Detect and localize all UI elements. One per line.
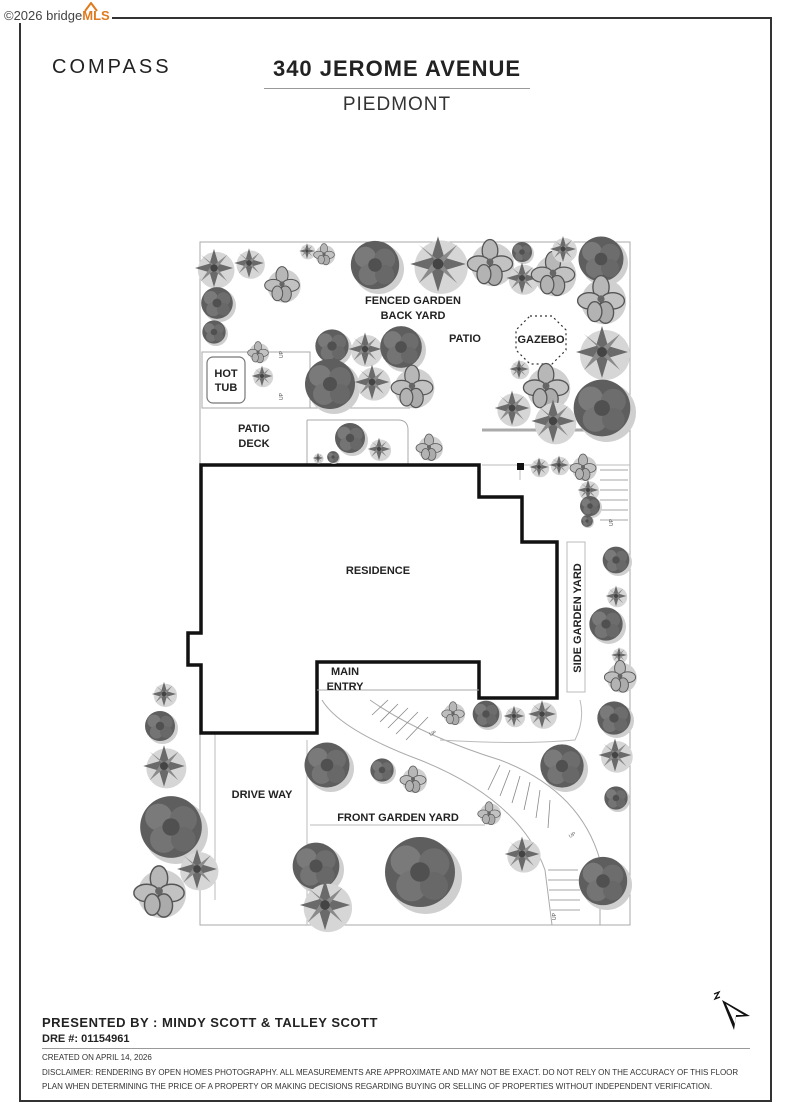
footer-divider	[42, 1048, 750, 1049]
residence-footprint	[186, 463, 559, 735]
label-main: MAIN	[331, 666, 359, 678]
site-plan: FENCED GARDEN BACK YARD PATIO GAZEBO HOT…	[133, 236, 638, 933]
watermark: ©2026 bridgeMLS	[4, 8, 112, 23]
title-divider	[264, 88, 530, 89]
up-marker: UP	[609, 518, 615, 526]
page-subtitle: PIEDMONT	[342, 94, 452, 115]
label-drive-way: DRIVE WAY	[232, 789, 293, 801]
presented-by: PRESENTED BY : MINDY SCOTT & TALLEY SCOT…	[42, 1015, 378, 1030]
label-entry: ENTRY	[327, 681, 365, 693]
label-gazebo: GAZEBO	[517, 334, 565, 346]
page-title: 340 JEROME AVENUE	[272, 56, 522, 81]
compass-logo: COMPASS	[52, 56, 172, 78]
disclaimer: DISCLAIMER: RENDERING BY OPEN HOMES PHOT…	[42, 1068, 739, 1091]
created-date: CREATED ON APRIL 14, 2026	[42, 1053, 152, 1062]
label-tub: TUB	[215, 382, 238, 394]
label-residence: RESIDENCE	[346, 565, 410, 577]
bridge-logo-icon	[84, 2, 98, 12]
post-marker	[517, 463, 524, 470]
label-patio-deck-2: DECK	[238, 438, 269, 450]
dre-number: DRE #: 01154961	[42, 1033, 130, 1045]
label-hot: HOT	[214, 368, 238, 380]
label-back-yard: BACK YARD	[381, 310, 446, 322]
side-steps	[600, 469, 628, 521]
up-marker: UP	[552, 912, 558, 920]
up-marker: UP	[279, 392, 285, 400]
label-patio-deck-1: PATIO	[238, 423, 270, 435]
up-marker: UP	[279, 350, 285, 358]
up-marker: UP	[568, 831, 578, 840]
label-fenced-garden: FENCED GARDEN	[365, 295, 461, 307]
label-front-garden: FRONT GARDEN YARD	[337, 812, 459, 824]
north-arrow-icon	[713, 990, 750, 1030]
label-patio: PATIO	[449, 333, 481, 345]
label-side-garden: SIDE GARDEN YARD	[572, 563, 584, 672]
watermark-mls: MLS	[82, 8, 110, 23]
page-frame	[19, 17, 772, 1102]
up-marker: UP	[429, 730, 438, 738]
watermark-copyright: ©2026 bridge	[4, 8, 83, 23]
front-stairs	[371, 699, 580, 911]
